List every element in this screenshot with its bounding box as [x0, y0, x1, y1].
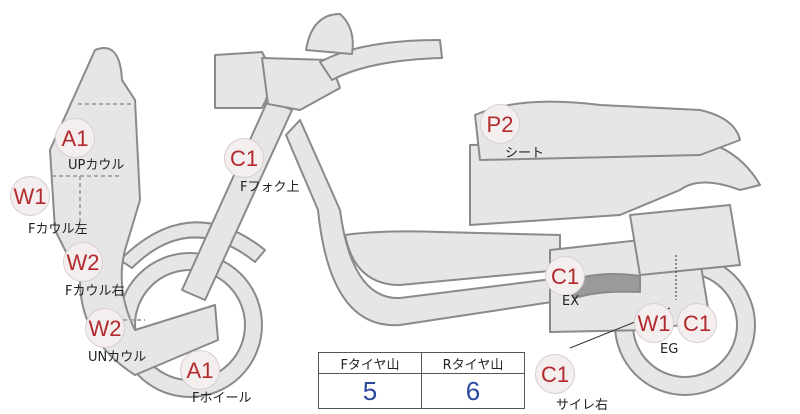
- f-cowl-right-label: Fカウル右: [65, 284, 125, 299]
- mirror: [305, 13, 354, 55]
- rear-tire-value: 6: [421, 373, 525, 409]
- silencer-right-marker[interactable]: C1: [535, 354, 575, 394]
- f-cowl-right-marker[interactable]: W2: [63, 242, 103, 282]
- rear-tire-header: Rタイヤ山: [421, 352, 525, 374]
- un-cowl-marker[interactable]: W2: [85, 308, 125, 348]
- f-fork-upper-marker[interactable]: C1: [224, 138, 264, 178]
- up-cowl-label: UPカウル: [68, 158, 125, 173]
- f-wheel-marker[interactable]: A1: [180, 350, 220, 390]
- ex-label: EX: [562, 294, 580, 309]
- eg-marker-c1[interactable]: C1: [677, 303, 717, 343]
- eg-marker-w1[interactable]: W1: [634, 303, 674, 343]
- up-cowl-marker[interactable]: A1: [55, 118, 95, 158]
- f-fork-upper-label: Fフォク上: [240, 180, 300, 195]
- leg-shield: [344, 230, 561, 286]
- seat-label: シート: [505, 146, 545, 161]
- eg-label: EG: [660, 342, 679, 357]
- handle-stem: [261, 57, 341, 111]
- ex-marker[interactable]: C1: [545, 256, 585, 296]
- rear-carrier: [629, 204, 741, 276]
- front-tire-value: 5: [318, 373, 422, 409]
- f-cowl-left-marker[interactable]: W1: [10, 176, 50, 216]
- front-cowl: [49, 47, 219, 376]
- floor-frame: [285, 119, 566, 327]
- tire-tread-table: Fタイヤ山 Rタイヤ山 5 6: [318, 352, 525, 409]
- silencer-right-label: サイレ右: [556, 398, 609, 413]
- f-wheel-label: Fホイール: [192, 391, 252, 406]
- f-cowl-left-label: Fカウル左: [28, 222, 88, 237]
- front-tire-header: Fタイヤ山: [318, 352, 422, 374]
- un-cowl-label: UNカウル: [88, 350, 147, 365]
- seat-marker[interactable]: P2: [480, 104, 520, 144]
